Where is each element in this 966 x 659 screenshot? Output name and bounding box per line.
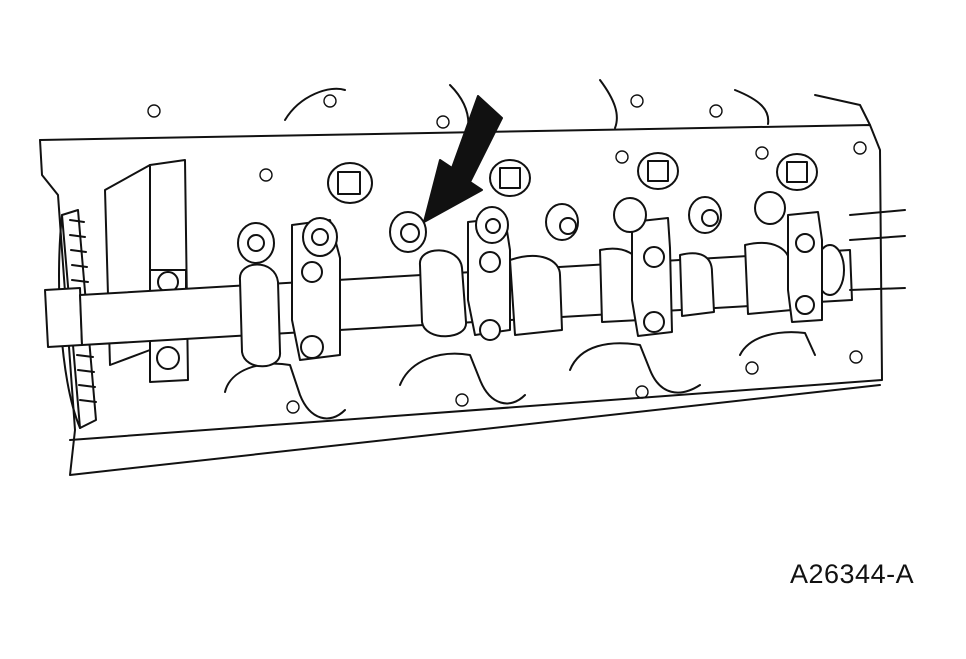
valve-tappets [237, 191, 786, 264]
arrow-pointer-icon [423, 95, 503, 223]
upper-studs [327, 152, 818, 204]
deck-bolt-holes [147, 94, 867, 414]
figure-id-label: A26344-A [790, 559, 915, 589]
lower-port-contours [224, 331, 816, 420]
cam-bearing-caps [291, 211, 823, 361]
camshaft-rear-end [849, 209, 906, 291]
camshaft [79, 241, 853, 368]
front-cam-bearing-cap [104, 159, 189, 383]
